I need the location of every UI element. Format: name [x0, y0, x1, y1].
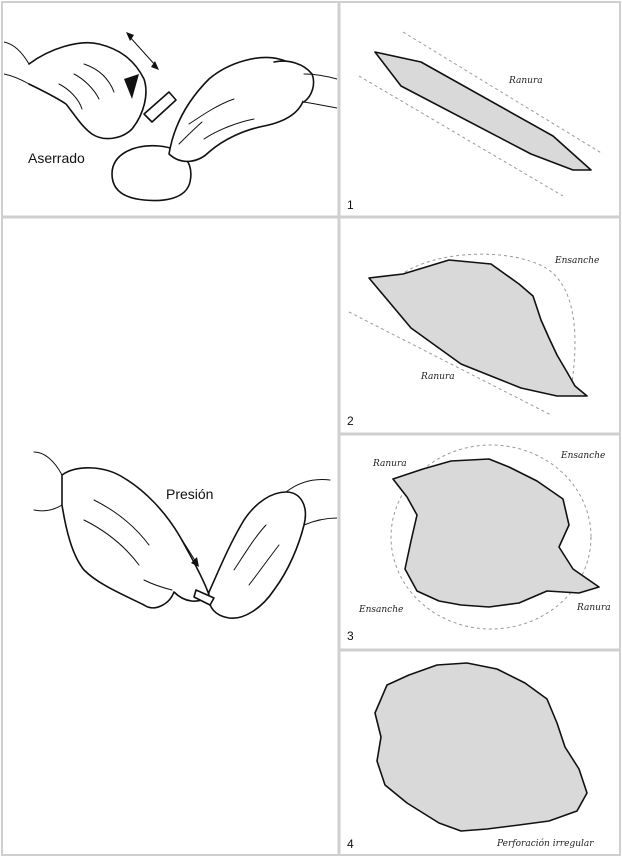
left-arm: [34, 452, 62, 511]
caption-sawing: Aserrado: [28, 150, 85, 166]
step-4-diagram: [341, 653, 618, 853]
step-1-diagram: [341, 4, 618, 215]
label-widening-bottom: Ensanche: [359, 605, 403, 615]
panel-sawing: Aserrado: [4, 4, 337, 215]
label-widening: Ensanche: [555, 256, 599, 266]
groove-shape: [375, 52, 591, 170]
label-groove: Ranura: [509, 76, 543, 86]
label-result: Perforación irregular: [497, 839, 594, 849]
panel-step-3: Ranura Ensanche Ensanche Ranura 3: [341, 437, 618, 648]
caption-pressing: Presión: [166, 486, 213, 502]
left-arm: [4, 42, 29, 84]
pressing-illustration: [4, 220, 337, 853]
step-number-1: 1: [347, 198, 354, 212]
panel-step-4: Perforación irregular 4: [341, 653, 618, 853]
step-number-4: 4: [347, 837, 354, 851]
left-hand: [29, 43, 146, 139]
label-groove: Ranura: [421, 372, 455, 382]
step-number-2: 2: [347, 414, 354, 428]
motion-arrow-line: [129, 36, 156, 66]
label-groove-top: Ranura: [373, 459, 407, 469]
step-number-3: 3: [347, 629, 354, 643]
panel-step-2: Ensanche Ranura 2: [341, 220, 618, 432]
label-widening-top: Ensanche: [561, 451, 605, 461]
right-hand: [209, 492, 306, 618]
irregular-perforation-shape: [375, 663, 587, 831]
widened-groove-shape: [369, 260, 587, 396]
panel-step-1: Ranura 1: [341, 4, 618, 215]
sawing-illustration: [4, 4, 337, 215]
label-groove-bottom: Ranura: [577, 603, 611, 613]
saw-tool: [144, 92, 176, 122]
step-2-diagram: [341, 220, 618, 432]
enlarged-shape: [393, 459, 599, 607]
panel-pressing: Presión: [4, 220, 337, 853]
